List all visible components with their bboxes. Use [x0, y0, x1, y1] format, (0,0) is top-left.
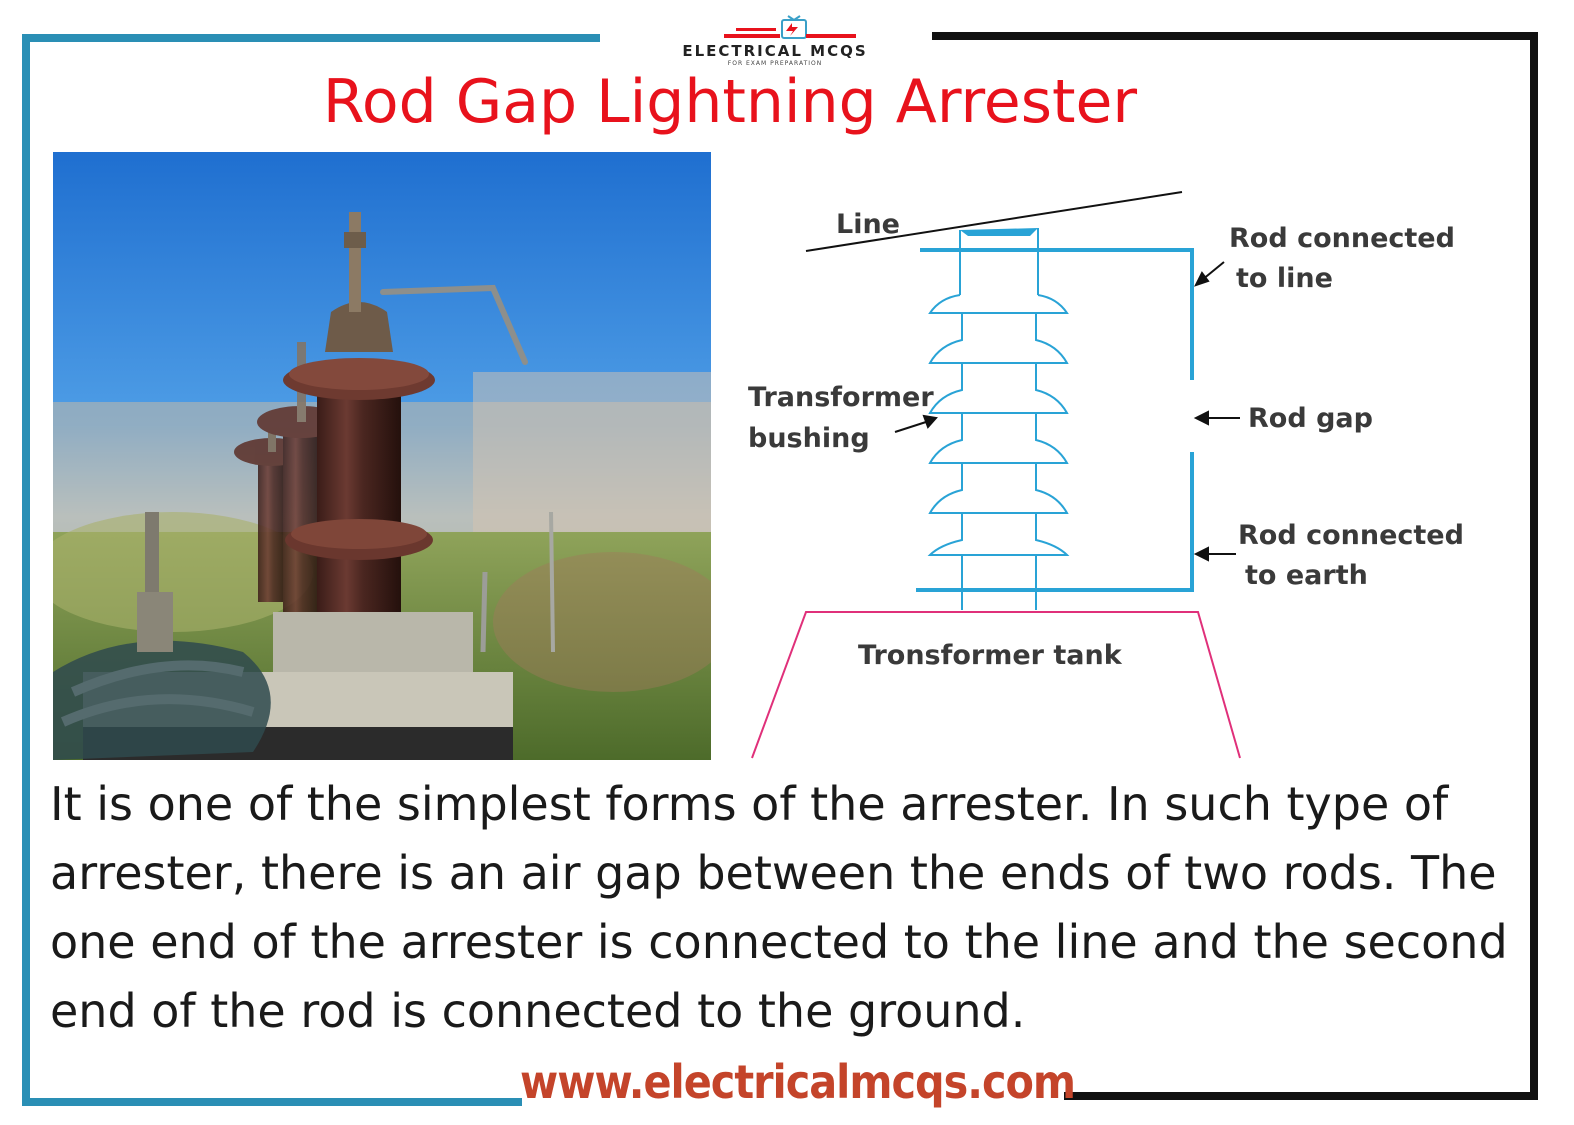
logo-tagline: FOR EXAM PREPARATION: [728, 60, 822, 67]
transformer-bushing: [927, 228, 1070, 610]
label-bushing-2: bushing: [748, 423, 870, 454]
rod-to-line: [920, 248, 1194, 380]
overhead-line: [805, 191, 1183, 252]
label-tank: Tronsformer tank: [858, 640, 1123, 671]
tv-icon: [781, 15, 807, 39]
label-rod-line-2: to line: [1236, 263, 1333, 294]
frame-top-right: [932, 32, 1538, 40]
frame-top-left: [22, 34, 600, 42]
arrester-rods: [916, 248, 1194, 592]
label-line: Line: [836, 209, 900, 240]
logo-name: ELECTRICAL MCQS: [682, 42, 867, 60]
label-arrows: [894, 261, 1240, 562]
frame-left: [22, 34, 30, 1106]
label-rod-gap: Rod gap: [1248, 403, 1373, 434]
description: It is one of the simplest forms of the a…: [50, 777, 1508, 1038]
frame-bottom-left: [22, 1098, 522, 1106]
frame-right: [1530, 32, 1538, 1098]
rod-to-earth: [916, 452, 1194, 592]
line-clamp: [960, 228, 1038, 236]
label-rod-earth-1: Rod connected: [1238, 520, 1464, 551]
frame-bottom-right: [1064, 1092, 1538, 1100]
page-title: Rod Gap Lightning Arrester: [322, 67, 1138, 137]
arrester-photo: [53, 152, 711, 760]
website-url[interactable]: www.electricalmcqs.com: [520, 1055, 1076, 1109]
brand-logo: ELECTRICAL MCQS FOR EXAM PREPARATION: [682, 15, 867, 67]
transformer-tank: [751, 611, 1241, 759]
label-rod-line-1: Rod connected: [1229, 223, 1455, 254]
rod-gap-diagram: Line Rod connected to line Transformer b…: [748, 191, 1464, 759]
label-rod-earth-2: to earth: [1245, 560, 1368, 591]
label-bushing-1: Transformer: [748, 382, 934, 413]
